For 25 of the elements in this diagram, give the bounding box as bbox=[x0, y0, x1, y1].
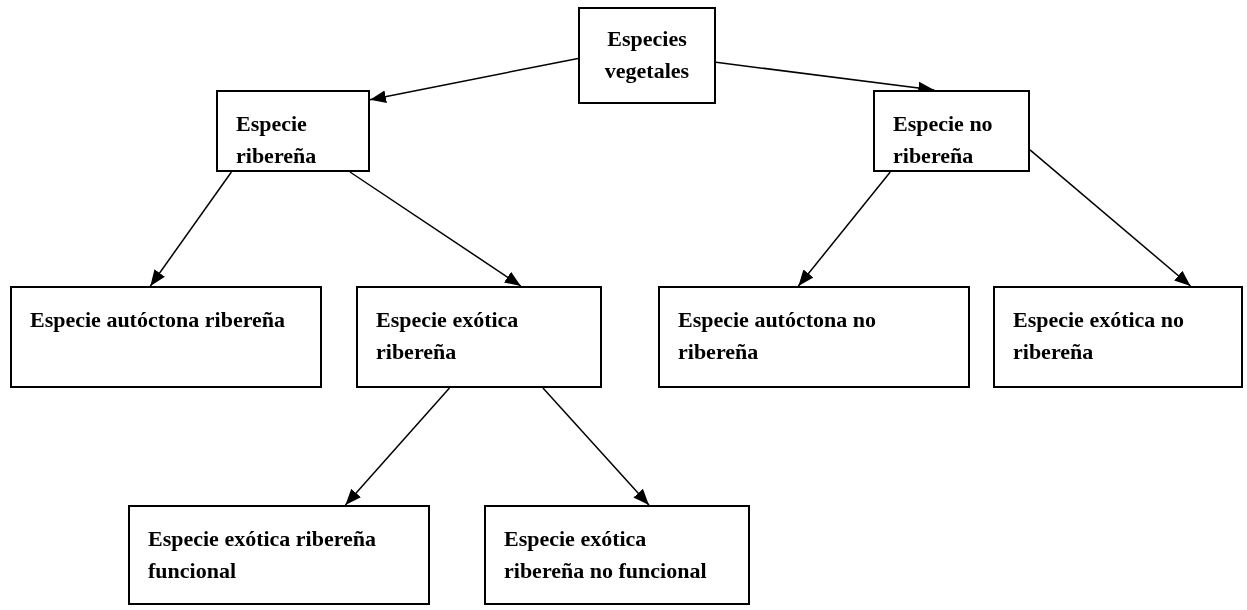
arrow bbox=[369, 57, 579, 103]
category-label: Especie autóctona ribereña bbox=[30, 306, 286, 334]
arrow bbox=[349, 171, 522, 287]
category-box bbox=[993, 286, 1243, 388]
category-box bbox=[216, 90, 370, 172]
category-label: Especie ribereña bbox=[236, 110, 318, 170]
category-box bbox=[873, 90, 1030, 172]
category-label: Especie exótica no ribereña bbox=[1013, 306, 1186, 366]
category-box bbox=[10, 286, 322, 388]
arrow bbox=[149, 171, 233, 287]
category-label: Especie exótica ribereña bbox=[376, 306, 520, 366]
category-label: Especie exótica ribereña funcional bbox=[148, 525, 378, 585]
category-box bbox=[578, 7, 716, 104]
category-label: Especies vegetales bbox=[603, 25, 691, 85]
category-label: Especie exótica ribereña no funcional bbox=[504, 525, 708, 585]
category-box bbox=[356, 286, 602, 388]
category-label: Especie no ribereña bbox=[893, 110, 994, 170]
category-label: Especie autóctona no ribereña bbox=[678, 306, 877, 366]
category-box bbox=[658, 286, 970, 388]
arrow bbox=[797, 171, 891, 287]
arrow bbox=[344, 387, 451, 506]
category-box bbox=[128, 505, 430, 605]
arrow bbox=[1029, 149, 1192, 287]
category-box bbox=[484, 505, 750, 605]
arrow bbox=[542, 387, 650, 506]
